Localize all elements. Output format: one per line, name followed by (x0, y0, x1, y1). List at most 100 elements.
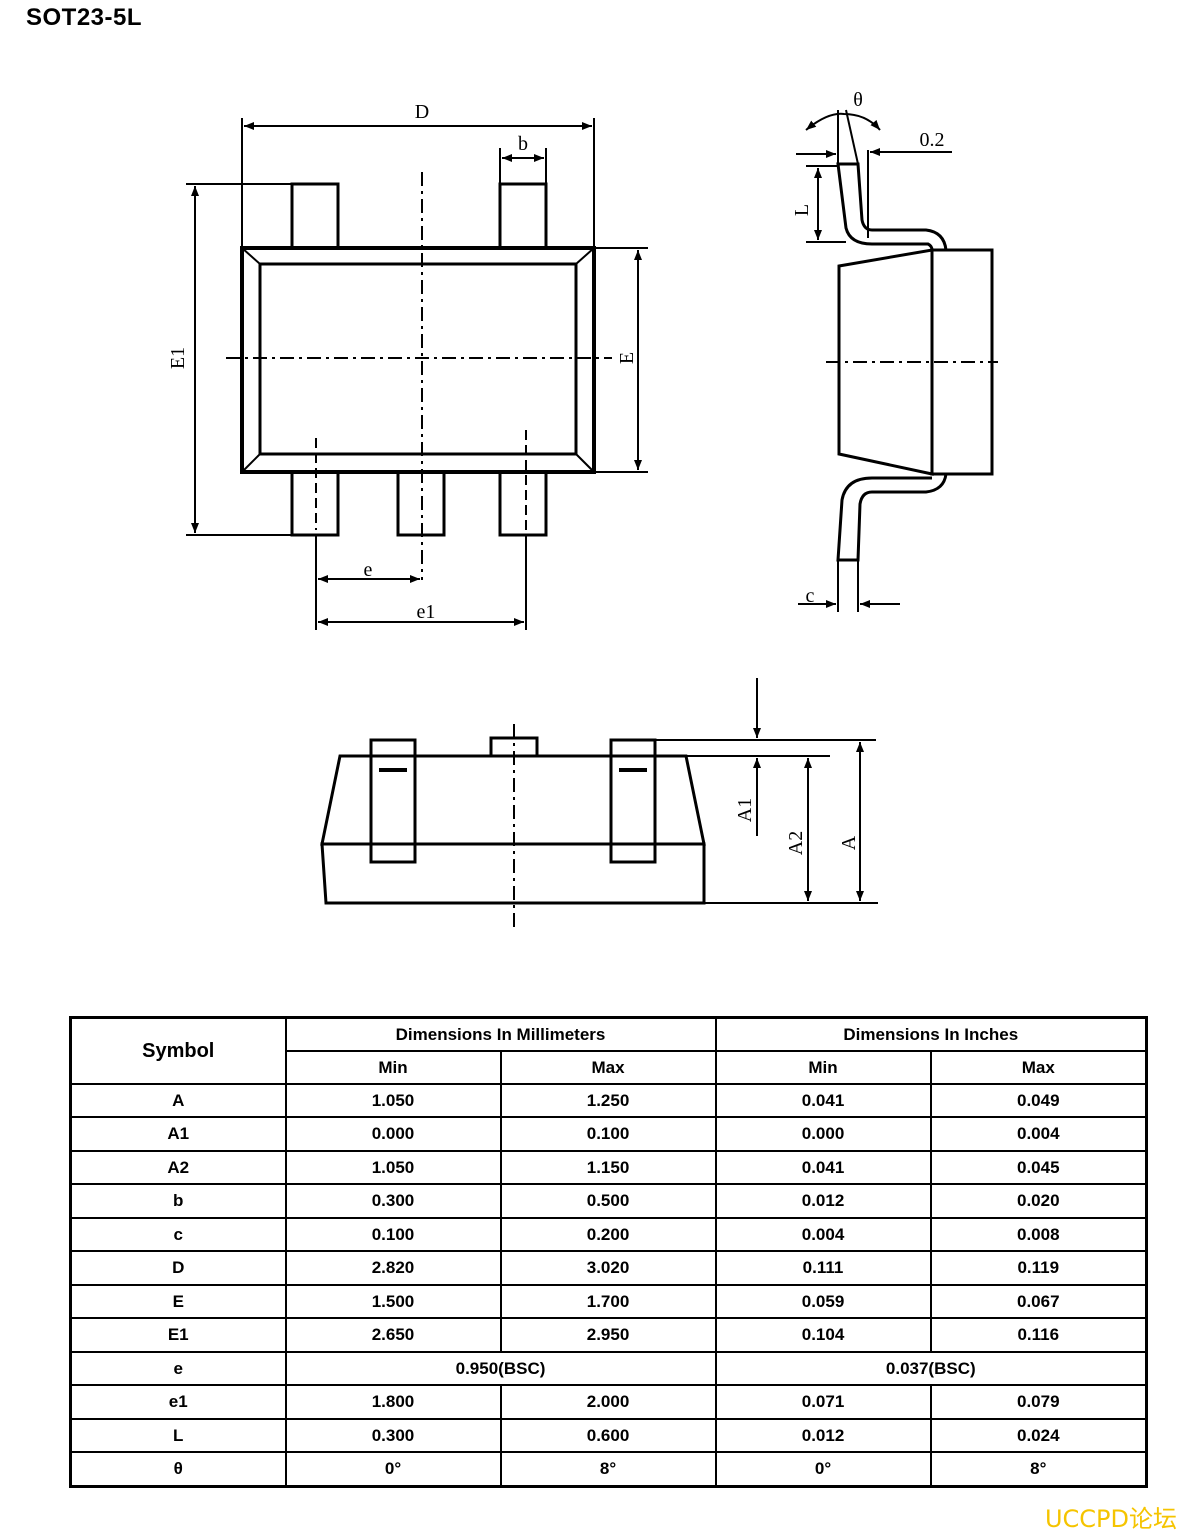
cell-mm-min: 0° (284, 1451, 502, 1488)
label-L: L (791, 204, 813, 216)
package-title: SOT23-5L (26, 4, 143, 31)
front-lead-left (369, 738, 417, 864)
label-A: A (838, 835, 860, 850)
cell-mm-max: 0.100 (499, 1116, 717, 1152)
cell-in-max: 0.119 (929, 1250, 1148, 1286)
cell-symbol: e (69, 1350, 287, 1387)
side-lead-lower (836, 473, 948, 562)
cell-mm-min: 2.650 (284, 1317, 502, 1353)
cell-mm-max: 0.500 (499, 1183, 717, 1219)
header-millimeters: Dimensions In Millimeters (284, 1016, 717, 1052)
cell-mm-max: 1.250 (499, 1082, 717, 1119)
cell-symbol: A2 (69, 1149, 287, 1186)
label-E: E (616, 352, 638, 364)
dimensions-table: Symbol Dimensions In Millimeters Dimensi… (69, 1016, 1149, 1488)
cell-symbol: A (69, 1082, 287, 1119)
top-lead-upper-left (290, 182, 340, 250)
cell-in-max: 8° (929, 1451, 1148, 1488)
label-E1: E1 (167, 347, 189, 369)
cell-in-max: 0.024 (929, 1417, 1148, 1454)
label-b: b (518, 133, 528, 155)
side-lead-upper (836, 162, 948, 251)
cell-mm-max: 8° (499, 1451, 717, 1488)
header-in-min: Min (714, 1050, 932, 1085)
cell-symbol: L (69, 1417, 287, 1454)
cell-symbol: E1 (69, 1317, 287, 1353)
cell-in-min: 0.041 (714, 1082, 932, 1119)
cell-in-min: 0° (714, 1451, 932, 1488)
front-view (320, 678, 878, 930)
cell-mm-min: 1.050 (284, 1082, 502, 1119)
top-lead-lower-3 (498, 470, 548, 537)
cell-mm-max: 2.000 (499, 1384, 717, 1420)
label-A1: A1 (734, 798, 756, 822)
header-in-max: Max (929, 1050, 1148, 1085)
cell-in-max: 0.045 (929, 1149, 1148, 1186)
cell-mm-min: 0.300 (284, 1417, 502, 1454)
cell-mm-max: 3.020 (499, 1250, 717, 1286)
cell-mm-min: 2.820 (284, 1250, 502, 1286)
cell-in-min: 0.000 (714, 1116, 932, 1152)
cell-symbol: E (69, 1283, 287, 1320)
label-D: D (415, 101, 429, 123)
cell-mm-min: 1.500 (284, 1283, 502, 1320)
cell-symbol: c (69, 1216, 287, 1253)
label-e1: e1 (417, 601, 436, 623)
cell-in-max: 0.004 (929, 1116, 1148, 1152)
package-drawing: D b E1 E e e1 θ 0.2 L c (167, 89, 998, 930)
cell-mm-min: 1.050 (284, 1149, 502, 1186)
cell-in-min: 0.041 (714, 1149, 932, 1186)
cell-in-max: 0.020 (929, 1183, 1148, 1219)
label-A2: A2 (785, 831, 807, 855)
watermark: UCCPD论坛 (1044, 1505, 1177, 1533)
cell-in-min: 0.071 (714, 1384, 932, 1420)
theta-arc (805, 112, 881, 131)
cell-in-max: 0.116 (929, 1317, 1148, 1353)
cell-in-min: 0.104 (714, 1317, 932, 1353)
cell-mm-max: 1.700 (499, 1283, 717, 1320)
header-mm-min: Min (284, 1050, 502, 1085)
cell-in-max: 0.049 (929, 1082, 1148, 1119)
label-0.2: 0.2 (920, 129, 945, 151)
cell-mm-max: 0.200 (499, 1216, 717, 1253)
cell-mm-max: 1.150 (499, 1149, 717, 1186)
cell-in-bsc: 0.037(BSC) (714, 1350, 1148, 1387)
cell-symbol: θ (69, 1451, 287, 1488)
label-theta: θ (853, 89, 863, 111)
label-e: e (364, 559, 373, 581)
cell-mm-bsc: 0.950(BSC) (284, 1350, 717, 1387)
cell-in-min: 0.059 (714, 1283, 932, 1320)
cell-in-max: 0.067 (929, 1283, 1148, 1320)
cell-mm-min: 0.100 (284, 1216, 502, 1253)
cell-in-min: 0.004 (714, 1216, 932, 1253)
side-view (796, 109, 998, 612)
cell-mm-min: 0.300 (284, 1183, 502, 1219)
cell-in-max: 0.079 (929, 1384, 1148, 1420)
front-lead-right (609, 738, 657, 864)
cell-in-max: 0.008 (929, 1216, 1148, 1253)
label-c: c (806, 585, 815, 607)
header-mm-max: Max (499, 1050, 717, 1085)
top-body-outline (240, 246, 596, 474)
cell-mm-min: 1.800 (284, 1384, 502, 1420)
cell-mm-max: 2.950 (499, 1317, 717, 1353)
top-view (186, 118, 648, 630)
cell-mm-max: 0.600 (499, 1417, 717, 1454)
cell-symbol: b (69, 1183, 287, 1219)
cell-in-min: 0.012 (714, 1183, 932, 1219)
header-symbol: Symbol (69, 1016, 287, 1085)
cell-symbol: A1 (69, 1116, 287, 1152)
top-lead-upper-right (498, 182, 548, 250)
